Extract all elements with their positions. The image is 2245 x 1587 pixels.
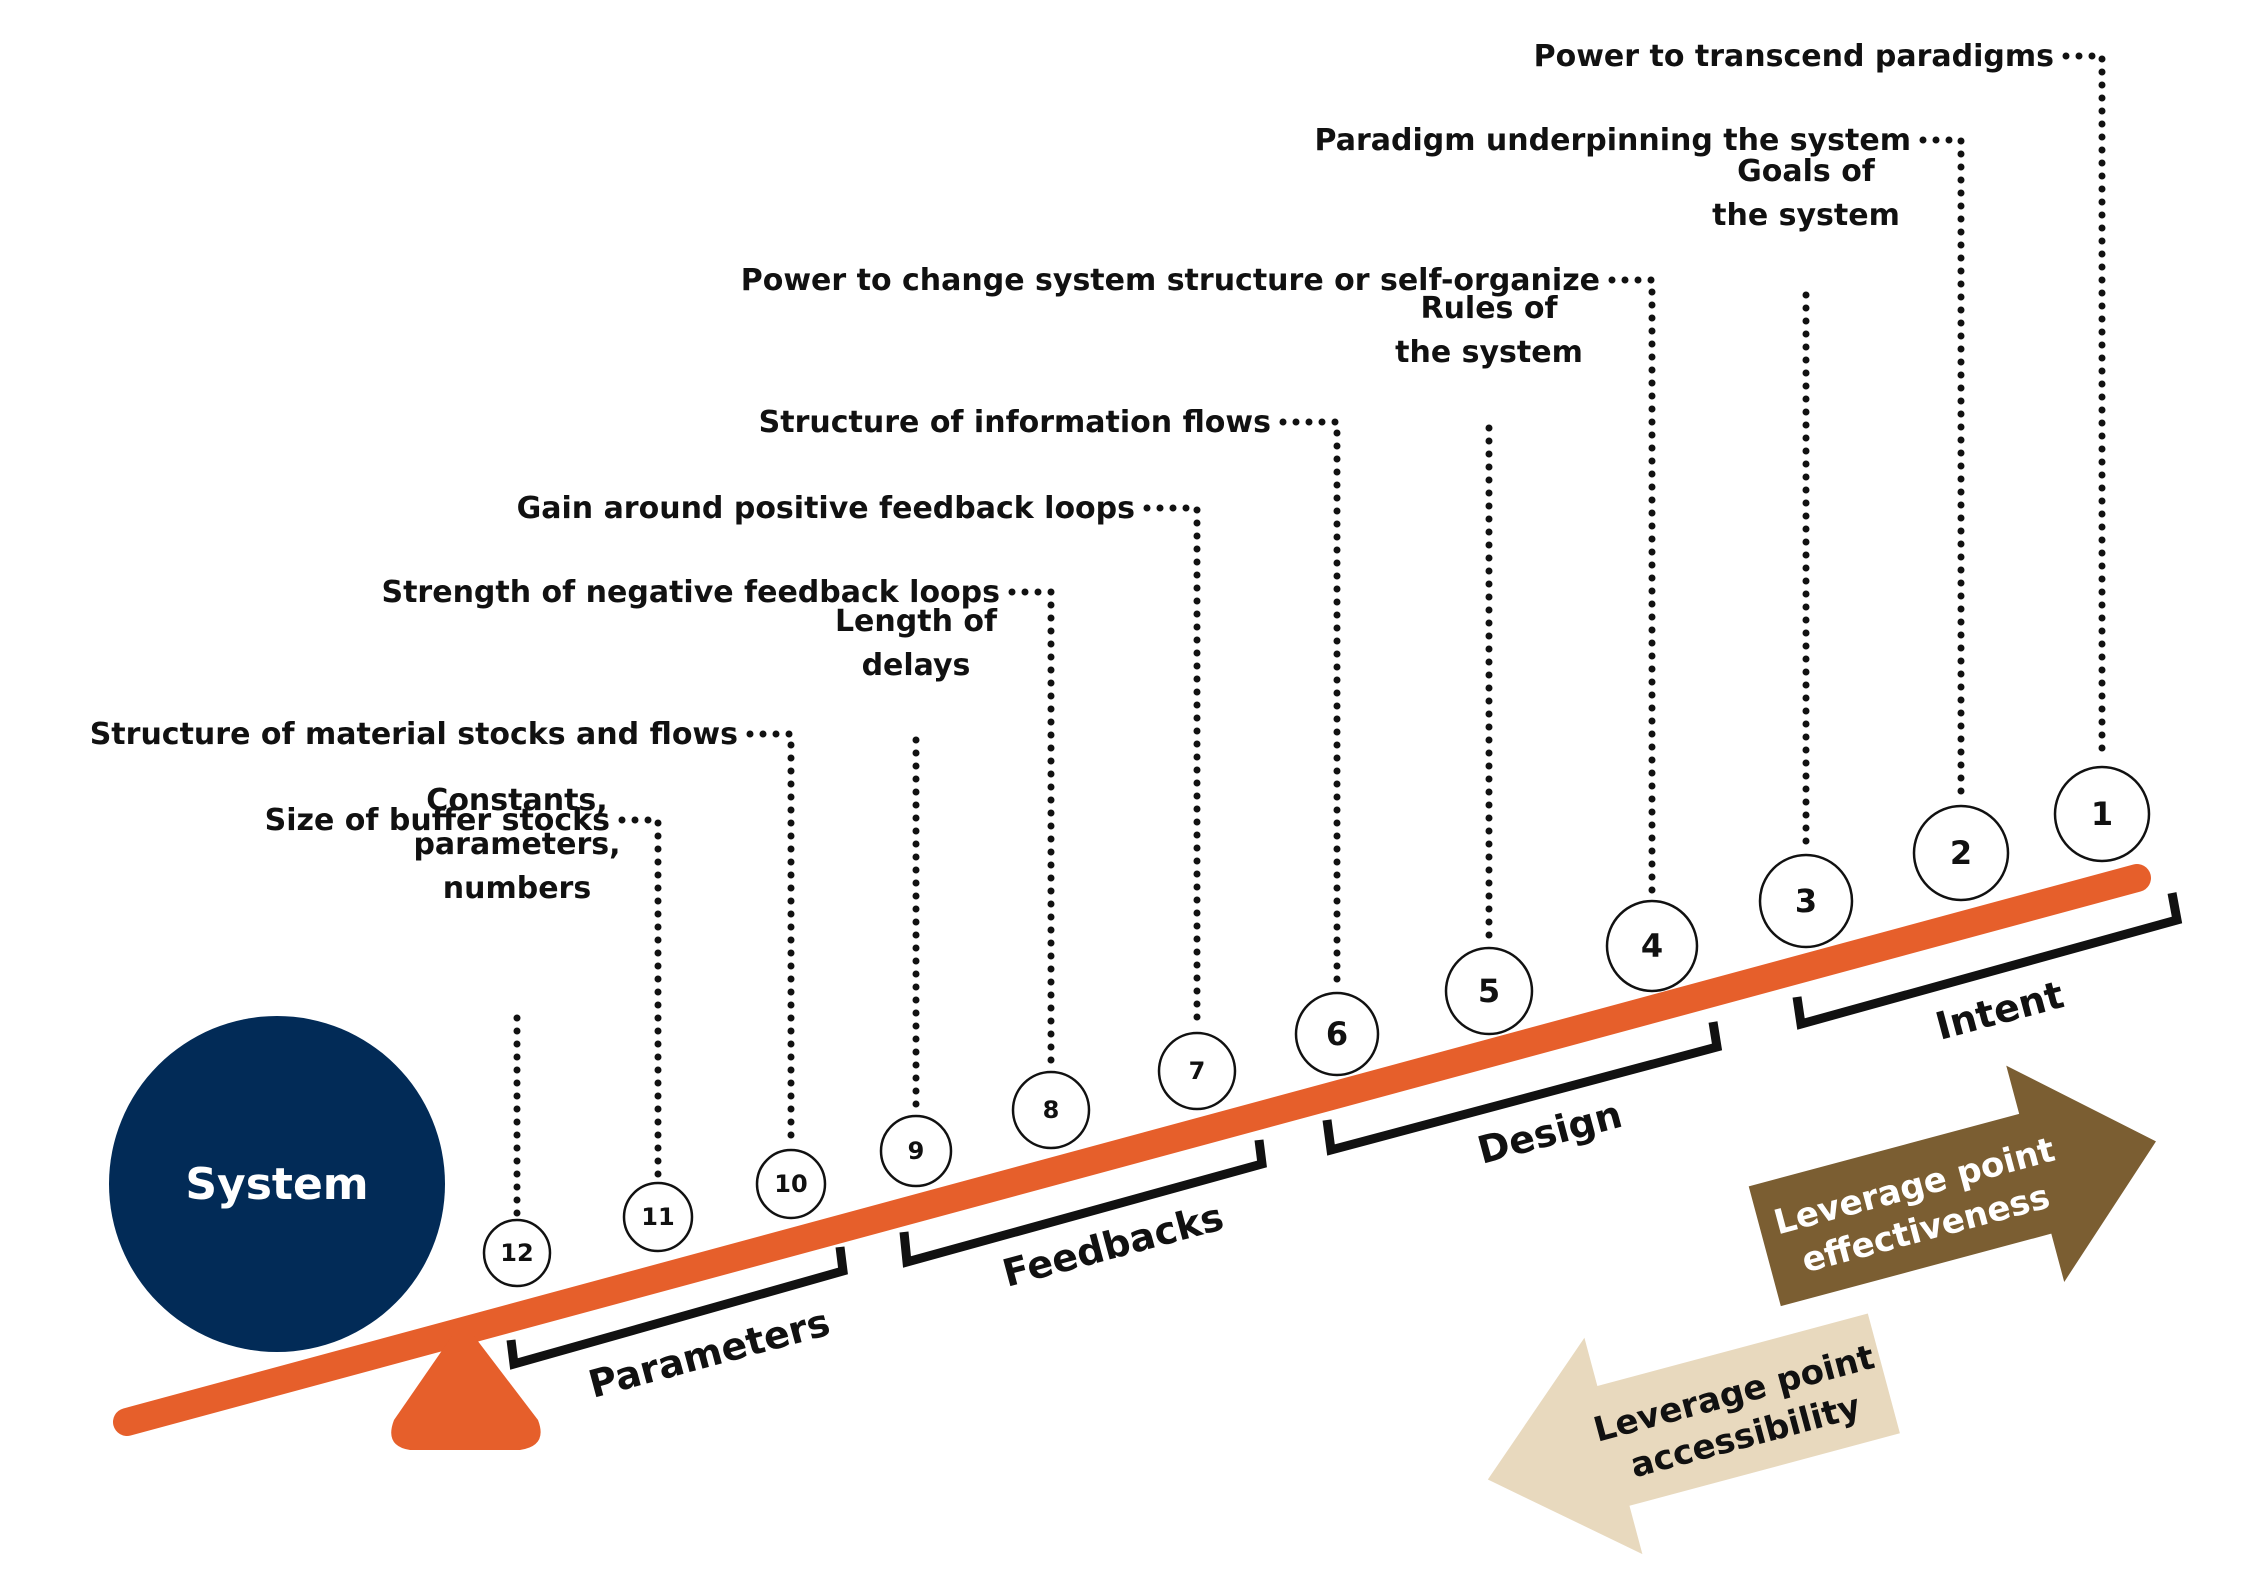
leverage-point-label-9: Length of xyxy=(835,604,998,639)
leverage-point-number-2: 2 xyxy=(1950,834,1972,872)
leverage-point-label-2: Paradigm underpinning the system xyxy=(1315,123,1911,158)
bracket-design xyxy=(1322,1021,1723,1156)
leverage-point-label-4: Power to change system structure or self… xyxy=(741,263,1600,298)
leverage-point-label-3: Goals of xyxy=(1737,154,1876,189)
connector-line-7 xyxy=(1143,504,1201,1031)
effectiveness-arrow: Leverage point effectiveness xyxy=(1748,1065,2156,1307)
leverage-point-circle-7 xyxy=(1157,1031,1237,1111)
leverage-point-circle-10 xyxy=(755,1148,827,1220)
connector-line-1 xyxy=(2062,52,2106,765)
leverage-point-circle-6 xyxy=(1294,991,1380,1077)
connector-line-8 xyxy=(1008,588,1055,1070)
connector-line-2 xyxy=(1919,136,1965,804)
leverage-point-label-10: Structure of material stocks and flows xyxy=(90,717,738,752)
bracket-parameters xyxy=(506,1246,848,1370)
accessibility-arrow: Leverage point accessibility xyxy=(1487,1313,1900,1555)
leverage-point-circle-8 xyxy=(1011,1070,1091,1150)
leverage-point-number-4: 4 xyxy=(1641,927,1663,965)
leverage-point-label-5: the system xyxy=(1395,335,1583,370)
connector-line-4 xyxy=(1608,276,1656,899)
leverage-point-circle-9 xyxy=(879,1114,953,1188)
system-circle xyxy=(109,1016,445,1352)
leverage-point-circle-3 xyxy=(1758,853,1854,949)
leverage-point-label-12: parameters, xyxy=(413,827,620,862)
group-label-parameters: Parameters xyxy=(584,1300,834,1407)
connector-line-11 xyxy=(618,816,662,1181)
leverage-point-circle-5 xyxy=(1444,946,1534,1036)
seesaw-beam xyxy=(113,864,2151,1436)
leverage-point-number-5: 5 xyxy=(1478,972,1500,1010)
leverage-point-number-8: 8 xyxy=(1043,1096,1060,1124)
leverage-point-number-11: 11 xyxy=(641,1203,674,1231)
bracket-feedbacks xyxy=(899,1139,1267,1268)
leverage-point-number-12: 12 xyxy=(500,1239,533,1267)
leverage-point-number-10: 10 xyxy=(774,1170,807,1198)
leverage-point-circle-12 xyxy=(482,1218,552,1288)
leverage-point-label-1: Power to transcend paradigms xyxy=(1534,39,2054,74)
group-brackets xyxy=(506,892,2183,1370)
accessibility-arrow-shape xyxy=(1487,1313,1900,1555)
connector-lines xyxy=(513,52,2106,1218)
fulcrum-triangle xyxy=(391,1336,541,1450)
leverage-point-label-9: delays xyxy=(862,648,971,683)
leverage-point-circles: 12 11 10 9 8 7 6 5 4 3 2 1 xyxy=(482,765,2151,1288)
bracket-intent xyxy=(1792,892,2183,1030)
leverage-point-label-5: Rules of xyxy=(1420,291,1558,326)
leverage-point-label-11: Size of buffer stocks xyxy=(265,803,610,838)
connector-line-10 xyxy=(746,730,795,1148)
connector-line-6 xyxy=(1279,418,1341,991)
effectiveness-arrow-shape xyxy=(1748,1065,2156,1307)
leverage-point-number-9: 9 xyxy=(908,1137,925,1165)
leverage-point-circle-11 xyxy=(622,1181,694,1253)
leverage-point-label-6: Structure of information flows xyxy=(759,405,1271,440)
leverage-point-number-6: 6 xyxy=(1326,1015,1348,1053)
leverage-point-number-3: 3 xyxy=(1795,882,1817,920)
system-label: System xyxy=(185,1159,368,1210)
leverage-point-label-12: Constants, xyxy=(426,783,607,818)
leverage-point-circle-1 xyxy=(2053,765,2151,863)
leverage-point-label-3: the system xyxy=(1712,198,1900,233)
leverage-point-circle-2 xyxy=(1912,804,2010,902)
leverage-point-labels: Constants, parameters, numbers Size of buff… xyxy=(90,39,2054,906)
leverage-point-number-1: 1 xyxy=(2091,795,2113,833)
leverage-point-label-12: numbers xyxy=(443,871,591,906)
leverage-point-number-7: 7 xyxy=(1189,1057,1206,1085)
leverage-point-label-8: Strength of negative feedback loops xyxy=(381,575,1000,610)
leverage-point-label-7: Gain around positive feedback loops xyxy=(517,491,1135,526)
leverage-point-circle-4 xyxy=(1605,899,1699,993)
